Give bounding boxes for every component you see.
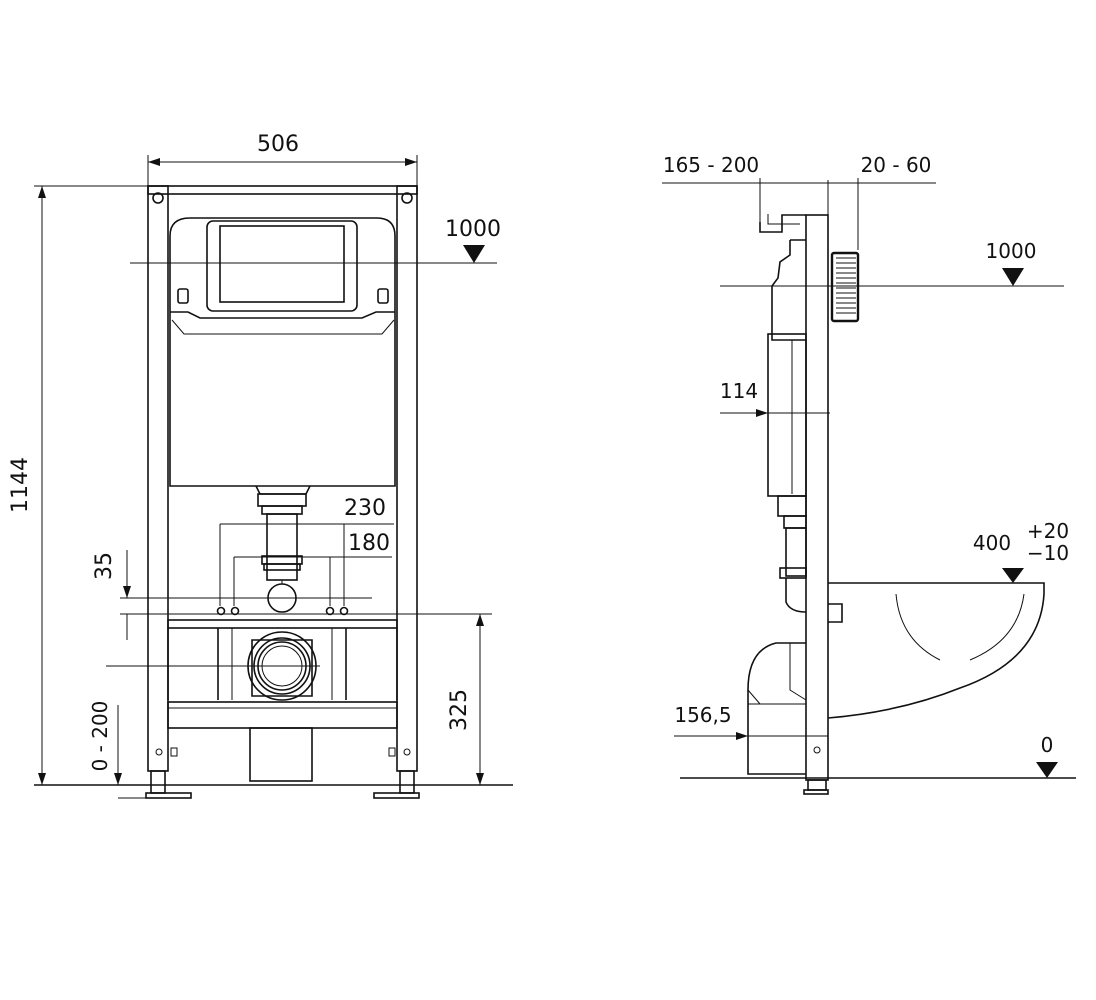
dim-wall-finish: 20 - 60 [830,153,936,250]
wall-bracket [759,214,806,233]
anchor-hole-icon [216,606,226,616]
frame-left-upright [147,185,169,772]
dim-bowl-height-label: 400 [973,531,1011,555]
anchor-hole-icon [325,606,335,616]
mount-hole-icon [152,192,164,204]
dim-side-flush-height-label: 1000 [986,239,1037,263]
dim-drain-height-label: 325 [447,689,472,731]
dim-flush-height: 1000 [130,217,501,264]
dim-width-label: 506 [257,132,299,157]
left-leg [150,770,166,794]
dim-bowl-height: 400 +20 −10 [973,519,1069,583]
drain-pipe-stub [249,727,313,782]
anchor-hole-icon [339,606,349,616]
dim-total-height-label: 1144 [8,457,33,513]
dim-drain-axis-label: 156,5 [674,703,731,727]
dim-flush-height-label: 1000 [445,217,501,242]
flush-plate-frame [206,220,358,312]
right-foot [373,792,420,799]
dim-pipe-span-inner-label: 180 [348,531,390,556]
bottom-frame-bar [167,701,398,729]
front-view: 506 1144 1000 [8,132,513,799]
dim-total-height: 1144 [8,185,160,785]
cistern-shoulder [170,311,395,319]
side-leg [807,779,827,791]
dim-bracket-depth-label: 165 - 200 [663,153,759,177]
left-foot [145,792,192,799]
dim-drain-axis: 156,5 [674,703,828,740]
side-frame-upright [805,214,829,781]
dim-side-flush-height: 1000 [720,239,1064,287]
side-cistern-top [771,239,806,341]
dim-bowl-tol-plus: +20 [1027,519,1069,543]
dim-floor-level-label: 0 [1041,733,1054,757]
side-flush-plate [830,251,860,323]
dim-leg-adjust-label: 0 - 200 [88,701,112,772]
frame-top-bar [147,185,418,195]
flush-plate-opening [219,225,345,303]
mount-hole-icon [401,192,413,204]
drain-elbow [747,642,807,775]
dim-pipe-offset: 35 [92,550,492,640]
dim-bowl-tol-minus: −10 [1027,541,1069,565]
dim-leg-adjust: 0 - 200 [88,701,148,799]
dim-drain-height: 325 [447,614,484,785]
dim-pipe-span-inner: 180 [233,531,392,606]
side-view: 165 - 200 20 - 60 [662,153,1076,795]
dim-width: 506 [147,132,418,190]
dim-tank-depth: 114 [720,379,830,417]
dim-wall-finish-label: 20 - 60 [861,153,932,177]
frame-right-upright [396,185,418,772]
side-cistern-body [767,333,807,497]
dim-tank-depth-label: 114 [720,379,758,403]
dim-pipe-span-outer: 230 [219,496,394,606]
side-flush-pipe [785,527,807,577]
cistern-body [169,217,396,487]
lower-cross-bar [167,619,398,629]
anchor-hole-icon [230,606,240,616]
side-foot [803,789,829,795]
flush-plate-ribs [836,257,856,314]
wall-hung-bowl [827,582,1045,719]
dim-floor-level: 0 [1036,733,1058,778]
dim-pipe-offset-label: 35 [92,552,117,580]
right-leg [399,770,415,794]
dim-pipe-span-outer-label: 230 [344,496,386,521]
dim-bracket-depth: 165 - 200 [662,153,830,230]
